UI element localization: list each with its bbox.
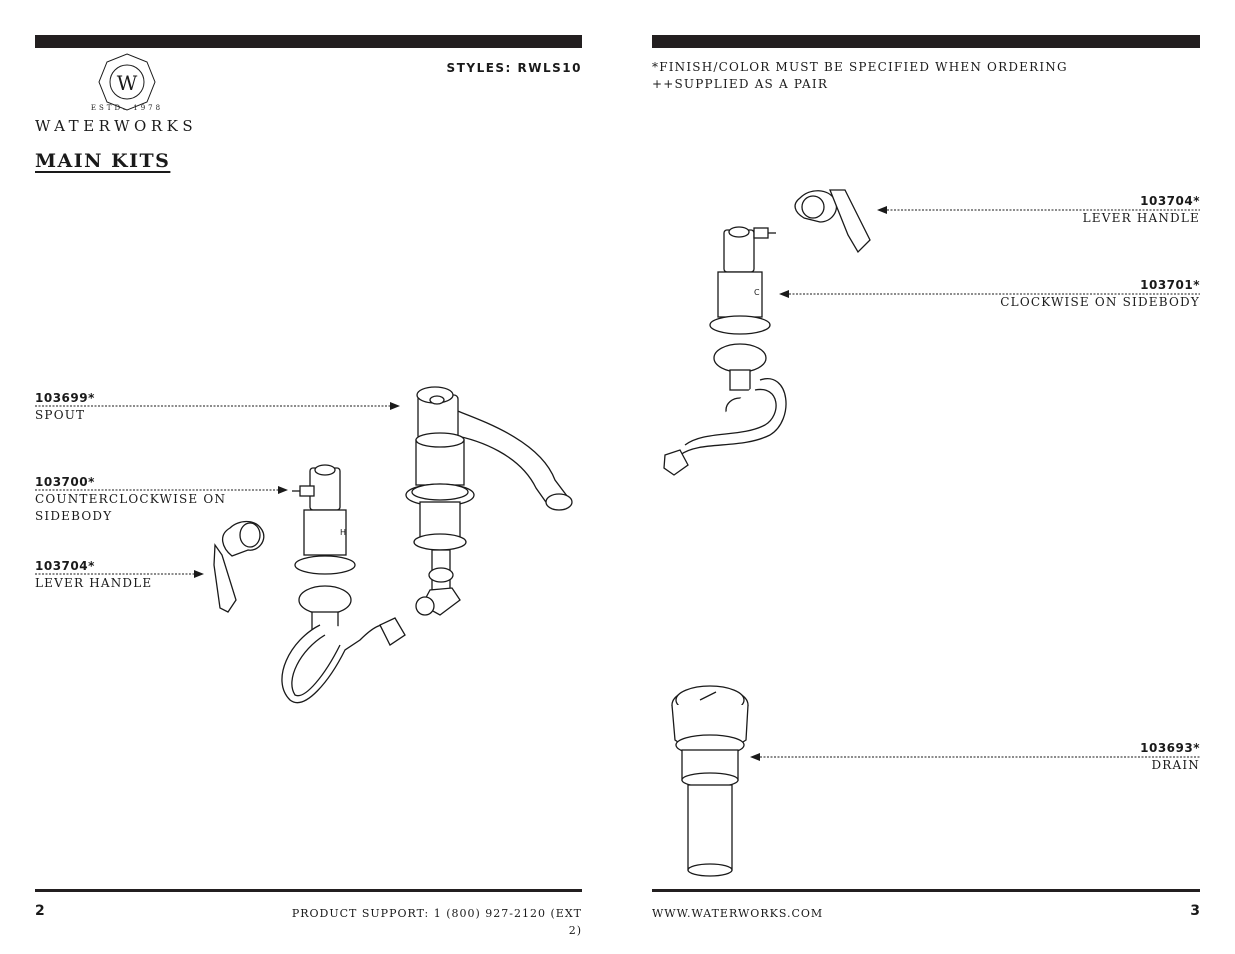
part-label-lever-left: LEVER HANDLE [35,576,153,590]
page-title: MAIN KITS [35,150,171,172]
arrow-cw-sidebody [779,290,789,298]
drain-drawing [671,685,749,877]
part-label-drain: DRAIN [1151,758,1200,772]
cw-sidebody-drawing: C [663,226,787,476]
part-number-spout: 103699* [35,391,95,405]
lever-handle-right-drawing [794,189,871,254]
part-number-lever-right: 103704* [1140,194,1200,208]
product-support: PRODUCT SUPPORT: 1 (800) 927-2120 (EXT 2… [291,907,582,937]
arrow-lever-left [194,570,204,578]
page-number-right: 3 [1190,903,1200,919]
part-number-cw-sidebody: 103701* [1140,278,1200,292]
top-bar-right [652,35,1200,48]
footer-line-right [652,889,1200,892]
website-link[interactable]: WWW.WATERWORKS.COM [652,907,824,920]
logo-emblem-icon: W [98,53,156,111]
ccw-sidebody-drawing: H [281,464,406,703]
page-number-left: 2 [35,903,45,919]
part-label-ccw-sidebody: COUNTERCLOCKWISE ON [35,492,227,506]
arrow-lever-right [877,206,887,214]
part-number-ccw-sidebody: 103700* [35,475,95,489]
brand-established: ESTD. 1978 [90,104,164,112]
styles-label: STYLES: RWLS10 [446,61,582,75]
note-finish: *FINISH/COLOR MUST BE SPECIFIED WHEN ORD… [652,60,1068,74]
part-label-spout: SPOUT [35,408,86,422]
arrow-ccw-sidebody [278,486,288,494]
lever-handle-left-drawing [213,520,265,613]
part-number-lever-left: 103704* [35,559,95,573]
part-label-lever-right: LEVER HANDLE [1082,211,1200,225]
logo-monogram: W [117,71,138,95]
footer-line-left [35,889,582,892]
svg-text:H: H [340,528,346,537]
part-label-cw-sidebody: CLOCKWISE ON SIDEBODY [1000,295,1200,309]
brand-name: WATERWORKS [35,117,198,135]
top-bar-left [35,35,582,48]
arrow-drain [750,753,760,761]
part-number-drain: 103693* [1140,741,1200,755]
part-label-ccw-sidebody-2: SIDEBODY [35,509,113,523]
arrow-spout [390,402,400,410]
svg-text:C: C [754,288,760,297]
note-pair: ++SUPPLIED AS A PAIR [652,77,829,91]
spout-drawing [405,386,573,616]
